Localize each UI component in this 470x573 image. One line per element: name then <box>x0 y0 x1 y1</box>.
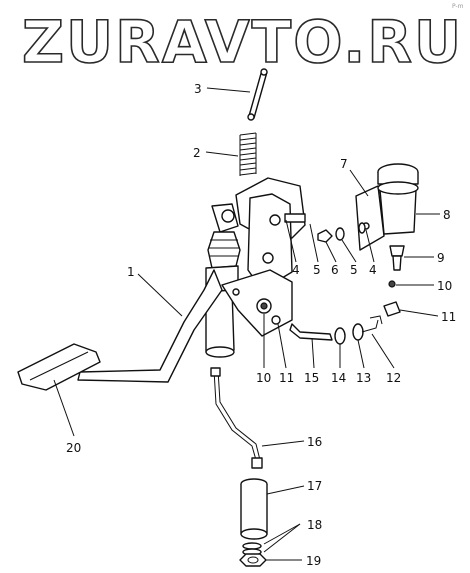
callout-11a: 11 <box>441 310 456 324</box>
part-10-ball <box>388 280 396 288</box>
part-19-nut <box>239 553 267 567</box>
part-18-washers <box>242 542 262 556</box>
callout-10b: 10 <box>256 371 271 385</box>
part-12-fitting <box>361 315 383 333</box>
corner-mark: P-m <box>452 3 464 10</box>
callout-19: 19 <box>306 554 321 568</box>
callout-13: 13 <box>356 371 371 385</box>
callout-7: 7 <box>340 157 348 171</box>
callout-8: 8 <box>443 208 451 222</box>
part-6-nut <box>317 229 333 243</box>
part-1-pedal-arm <box>77 269 223 383</box>
part-20-pedal-pad <box>17 343 101 391</box>
callout-6: 6 <box>331 263 339 277</box>
callout-18: 18 <box>307 518 322 532</box>
part-15-hose <box>289 323 333 341</box>
callout-4b: 4 <box>369 263 377 277</box>
callout-2: 2 <box>193 146 201 160</box>
callout-16: 16 <box>307 435 322 449</box>
callout-3: 3 <box>194 82 202 96</box>
part-9-fitting <box>389 245 405 271</box>
part-16-pipe <box>210 367 263 469</box>
callout-5a: 5 <box>313 263 321 277</box>
part-8-reservoir <box>377 163 419 235</box>
part-11-cap <box>383 301 401 317</box>
watermark-logo: ZURAVTO.RU <box>22 8 463 76</box>
callout-15: 15 <box>304 371 319 385</box>
callout-5b: 5 <box>350 263 358 277</box>
part-14-clip <box>334 327 346 345</box>
callout-4a: 4 <box>292 263 300 277</box>
callout-20: 20 <box>66 441 81 455</box>
leader-lines <box>53 87 440 561</box>
part-7-reservoir-bracket <box>355 185 385 251</box>
callout-11b: 11 <box>279 371 294 385</box>
pedal-bracket <box>235 177 306 291</box>
callout-12: 12 <box>386 371 401 385</box>
callout-10a: 10 <box>437 279 452 293</box>
part-5-washer-b <box>358 222 366 234</box>
part-5-washer <box>335 227 345 241</box>
part-13-clip <box>352 323 364 341</box>
part-17-sleeve <box>240 478 268 540</box>
part-3-lever <box>247 68 268 121</box>
callout-14: 14 <box>331 371 346 385</box>
callout-17: 17 <box>307 479 322 493</box>
callout-1: 1 <box>127 265 135 279</box>
callout-labels: 3 2 1 4 5 6 5 4 7 8 9 10 11 10 11 15 14 … <box>66 82 456 568</box>
cylinder-flange-plate <box>221 269 293 337</box>
callout-9: 9 <box>437 251 445 265</box>
part-2-spring <box>239 132 257 176</box>
